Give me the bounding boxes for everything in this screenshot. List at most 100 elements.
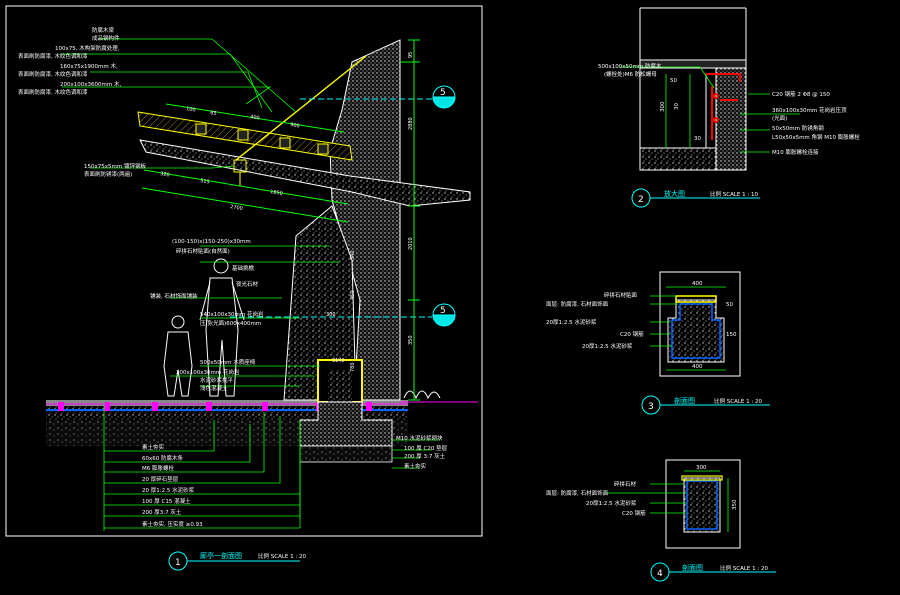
title-4-text: 剖面图 [682, 563, 703, 572]
title-3-scale: 比例 SCALE 1 : 20 [714, 397, 762, 405]
note-bottom-2: 60x60 防腐木条 [142, 454, 184, 462]
detail3-dim-3: 50 [726, 302, 733, 308]
dim-14: 450 [350, 290, 356, 300]
note-foundation-4: 素土夯实 [404, 462, 427, 470]
rafter-blocks [195, 123, 329, 155]
detail3-note-4: C20 钢筋 [620, 330, 644, 338]
detail3-note-5: 20厚1:2.5 水泥砂浆 [582, 342, 633, 350]
dim-2: 1850 [270, 189, 284, 197]
detail2-note-4: 360x100x30mm 花岗岩压顶 [772, 106, 847, 114]
title-block-3: 3 剖面图 比例 SCALE 1 : 20 [641, 395, 770, 415]
dim-13: 540 [350, 250, 356, 260]
note-bottom-7: 200 厚3:7 灰土 [142, 508, 182, 516]
title-2-scale: 比例 SCALE 1 : 10 [710, 190, 758, 198]
note-bottom-6: 100 厚 C15 混凝土 [142, 497, 191, 505]
note-right-5: 铺装, 石材饰面铺装 [150, 292, 198, 300]
title-block-2: 2 放大图 比例 SCALE 1 : 10 [631, 188, 760, 208]
detail3-note-2: 面层: 防腐漆, 石材面饰面 [546, 300, 609, 308]
detail4-note-4: C20 钢筋 [622, 509, 646, 517]
detail2-note-2: (螺栓处)M6 防松螺母 [604, 70, 657, 78]
section-marker-icon: 5 [432, 85, 456, 109]
dim-10: 95 [408, 52, 414, 58]
detail3-dim-1: 400 [692, 281, 703, 287]
note-top-5: 160x75x1900mm 木, [60, 62, 118, 70]
detail2-note-7: L50x50x5mm 角钢 M10 膨胀螺栓 [772, 133, 860, 141]
title-4-number: 4 [657, 569, 663, 579]
note-right-11: 浅色混凝土 [200, 384, 228, 392]
note-right-10: 水泥砂浆找平 [200, 376, 234, 384]
note-top-1: 防腐木梁 [92, 26, 115, 34]
main-section: 5 5 [18, 26, 478, 571]
detail2-note-8: M10 膨胀螺栓连接 [772, 148, 819, 156]
child-figure-icon [163, 315, 193, 397]
detail2-note-3: C20 钢筋 2 Φ8 @ 150 [772, 90, 830, 98]
title-1-number: 1 [175, 558, 181, 568]
detail-3: 碎拼石材贴面 面层: 防腐漆, 石材面饰面 20厚1:2.5 水泥砂浆 C20 … [546, 271, 770, 415]
title-block-1: 1 廊亭一剖面图 比例 SCALE 1 : 20 [168, 551, 306, 571]
human-figure-icon [199, 258, 245, 397]
title-1-scale: 比例 SCALE 1 : 20 [258, 552, 306, 560]
detail4-dim-1: 300 [696, 465, 707, 471]
dim-17: 3140 [332, 358, 345, 364]
dim-1: 2700 [230, 204, 244, 212]
title-block-4: 4 剖面图 比例 SCALE 1 : 20 [650, 562, 776, 582]
note-bottom-8: 素土夯实, 压实度 ≥0.93 [142, 520, 203, 528]
roof-slab [139, 139, 471, 207]
note-right-2: 碎拼石材贴面(自然面) [176, 247, 230, 255]
detail4-note-2: 面层: 防腐漆, 石材面饰面 [546, 489, 609, 497]
marker-lower-number: 5 [440, 306, 446, 316]
note-top-2: 成品钢构件 [92, 34, 120, 42]
title-1-text: 廊亭一剖面图 [200, 551, 242, 560]
dim-6: 85 [210, 110, 217, 117]
detail3-note-3: 20厚1:2.5 水泥砂浆 [546, 318, 597, 326]
dim-9: 2880 [408, 117, 414, 130]
title-2-text: 放大图 [664, 189, 685, 198]
detail2-note-6: 50x50mm 防锈角钢 [772, 124, 824, 132]
note-top-3: 100x75, 木构架防腐处理, [55, 44, 120, 52]
note-bottom-5: 20 厚1:2.5 水泥砂浆 [142, 486, 195, 494]
vertical-dimension [400, 39, 420, 401]
detail-2: 500x100x50mm 防腐木 (螺栓处)M6 防松螺母 C20 钢筋 2 Φ… [598, 7, 860, 208]
title-4-scale: 比例 SCALE 1 : 20 [720, 564, 768, 572]
detail2-dim-3: 300 [660, 101, 666, 112]
detail4-dim-2: 350 [732, 499, 738, 510]
dim-8: 900 [290, 122, 300, 129]
dim-5: 100 [186, 106, 196, 113]
frame-main [5, 5, 483, 537]
note-top-6: 表面刷防腐漆, 木纹色调和漆 [18, 70, 88, 78]
title-3-number: 3 [648, 402, 654, 412]
note-left-1: 150x75x5mm 镀锌钢板 [84, 162, 146, 170]
title-3-text: 剖面图 [674, 396, 695, 405]
detail3-dim-2: 400 [692, 364, 703, 370]
detail2-dim-4: 30 [694, 136, 701, 142]
detail2-note-1: 500x100x50mm 防腐木 [598, 62, 662, 70]
note-foundation-2: 100 厚 C20 垫层 [404, 444, 448, 452]
note-foundation-3: 200 厚 3:7 灰土 [404, 452, 446, 460]
note-right-1: (100-150)x(150-250)x30mm [172, 239, 251, 245]
note-right-3: 基础挑檐 [232, 264, 255, 272]
dim-16: 780 [350, 362, 356, 372]
roof-dimension [141, 103, 349, 223]
detail-4: 碎拼石材 面层: 防腐漆, 石材面饰面 20厚1:2.5 水泥砂浆 C20 钢筋… [546, 459, 776, 582]
note-bottom-3: M6 膨胀螺栓 [142, 464, 174, 472]
dim-7: 400 [250, 114, 260, 121]
note-top-4: 表面刷防腐漆, 木纹色调和漆 [18, 52, 88, 60]
note-right-6: 540x100x30mm 花岗岩 [200, 310, 264, 318]
detail4-note-3: 20厚1:2.5 水泥砂浆 [586, 499, 637, 507]
detail2-dim-2: 30 [674, 103, 680, 110]
note-right-4: 夜光石材 [236, 280, 259, 288]
note-left-2: 表面刷防锈漆(两遍) [84, 170, 132, 178]
wall-inner-face [283, 205, 357, 401]
dim-12: 350 [408, 335, 414, 345]
detail4-note-1: 碎拼石材 [614, 480, 637, 488]
detail2-dim-1: 50 [670, 78, 677, 84]
note-bottom-4: 20 厚碎石垫层 [142, 475, 179, 483]
note-top-7: 200x100x3600mm 木, [60, 80, 121, 88]
detail3-dim-4: 150 [726, 332, 737, 338]
tension-rod [235, 55, 367, 161]
note-foundation-1: M10 水泥砂浆砌块 [396, 434, 443, 442]
leader-lines [60, 38, 440, 531]
note-right-8: 500x50mm 木质座椅 [200, 358, 256, 366]
title-2-number: 2 [638, 195, 644, 205]
